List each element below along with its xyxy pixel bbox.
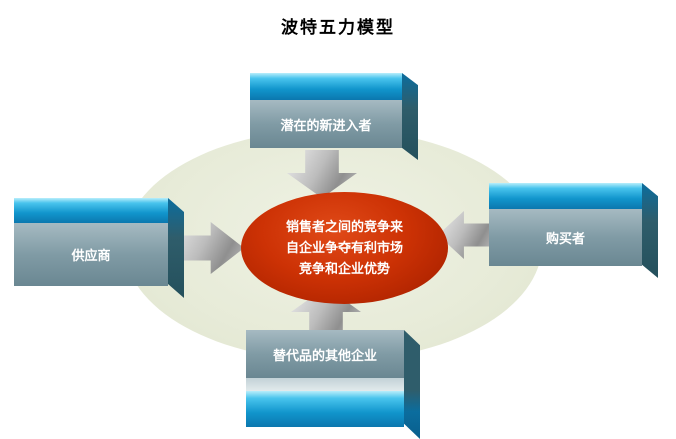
box-substitutes-label: 替代品的其他企业 bbox=[272, 348, 377, 364]
box-front-face: 替代品的其他企业 bbox=[246, 330, 404, 378]
box-substitutes: 替代品的其他企业 bbox=[246, 330, 420, 439]
box-front-face: 潜在的新进入者 bbox=[250, 100, 402, 148]
box-front-face: 供应商 bbox=[14, 223, 168, 286]
center-text-line-1: 销售者之间的竞争来 bbox=[285, 219, 403, 235]
box-suppliers: 供应商 bbox=[14, 198, 184, 298]
box-bottom-light-band bbox=[246, 378, 404, 391]
box-side-face bbox=[404, 330, 420, 439]
box-side-face bbox=[642, 183, 658, 278]
box-side-face bbox=[168, 198, 184, 298]
box-top-blue-face bbox=[14, 198, 168, 223]
box-potential-new-entrants-label: 潜在的新进入者 bbox=[280, 118, 372, 134]
box-bottom-blue-face bbox=[246, 391, 404, 427]
box-buyers-label: 购买者 bbox=[545, 232, 585, 247]
center-competition-ellipse: 销售者之间的竞争来 自企业争夺有利市场 竞争和企业优势 bbox=[241, 192, 448, 304]
box-suppliers-label: 供应商 bbox=[71, 249, 111, 264]
box-top-blue-face bbox=[250, 73, 402, 100]
diagram-title: 波特五力模型 bbox=[281, 18, 395, 38]
box-top-blue-face bbox=[489, 183, 642, 209]
box-side-face bbox=[402, 73, 418, 160]
center-text-line-2: 自企业争夺有利市场 bbox=[285, 240, 403, 256]
box-buyers: 购买者 bbox=[489, 183, 658, 278]
box-potential-new-entrants: 潜在的新进入者 bbox=[250, 73, 418, 160]
center-text-line-3: 竞争和企业优势 bbox=[298, 261, 390, 277]
box-front-face: 购买者 bbox=[489, 209, 642, 266]
